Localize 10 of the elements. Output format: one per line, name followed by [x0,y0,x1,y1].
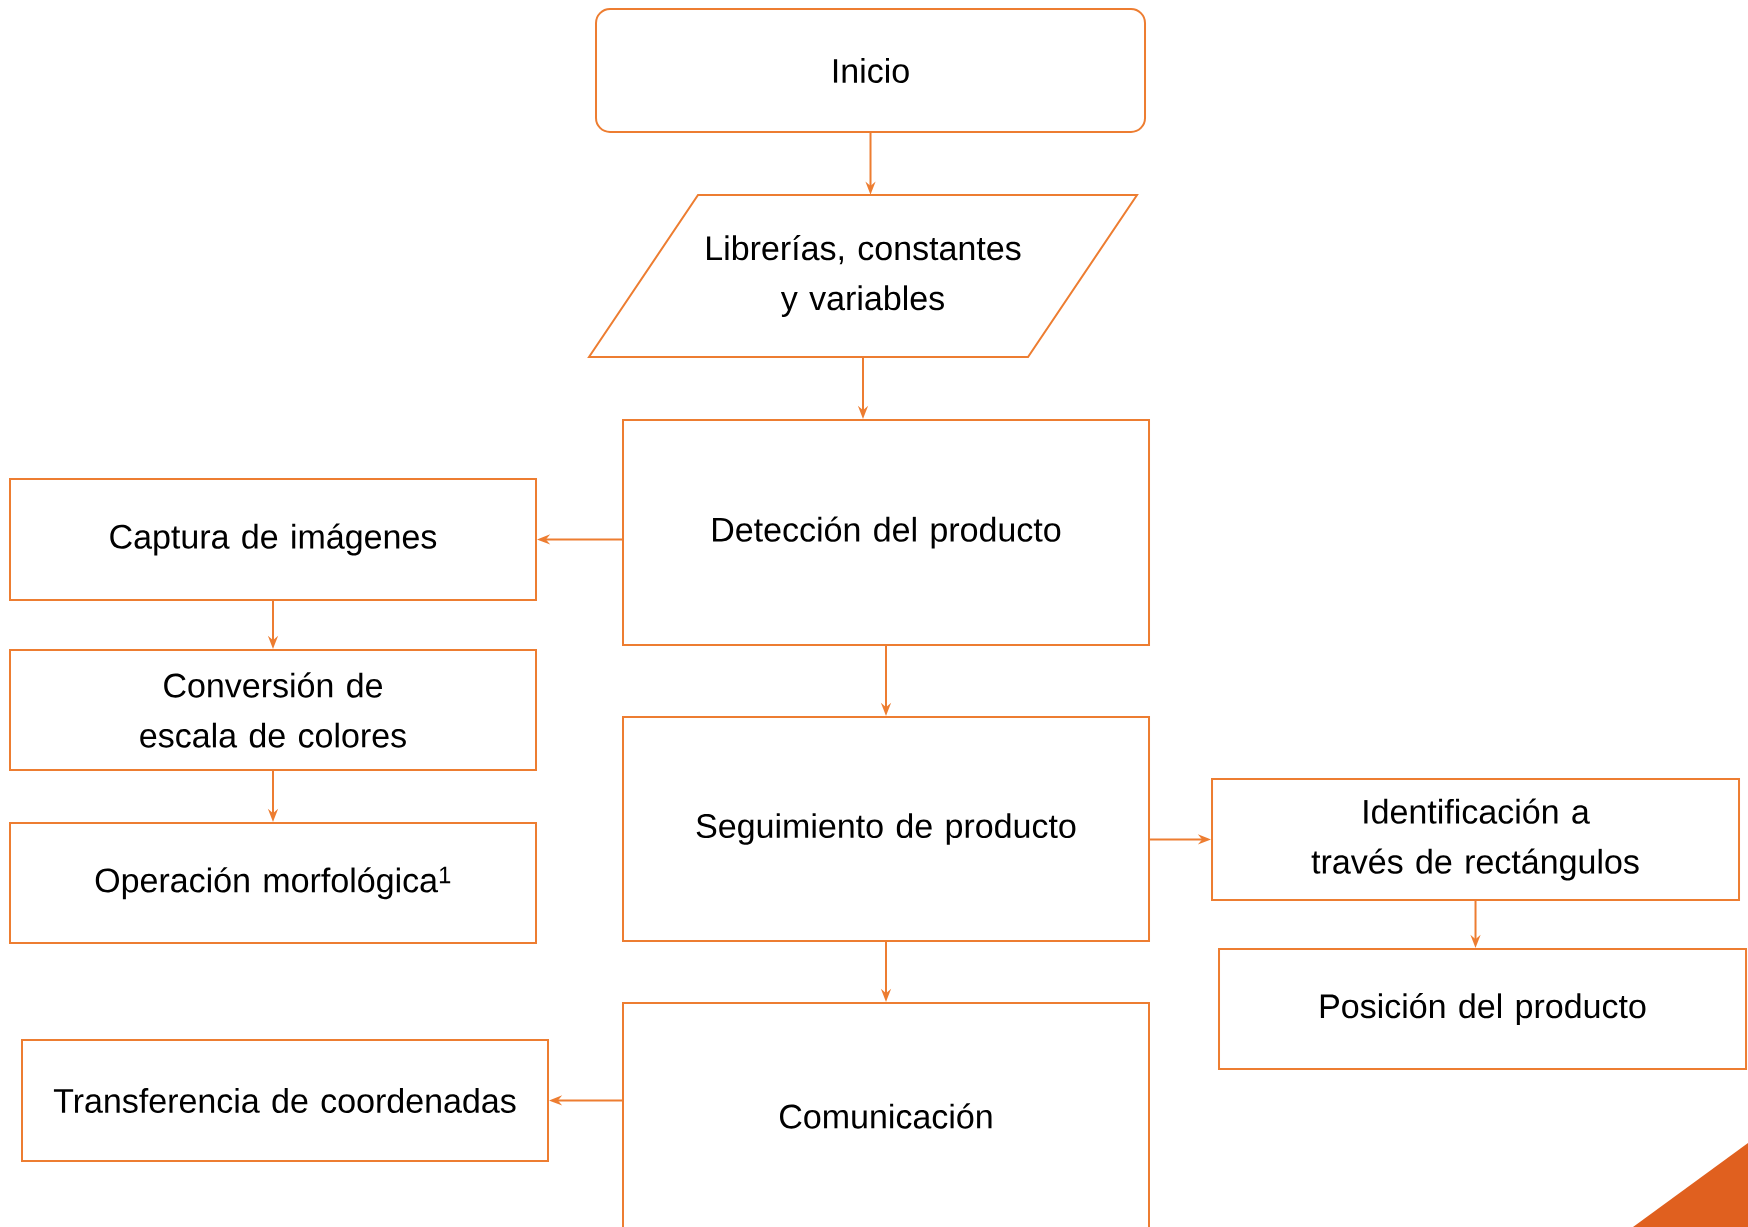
process-box: Posición del producto [1218,948,1747,1070]
process-box: Identificación a través de rectángulos [1211,778,1740,901]
process-box: Captura de imágenes [9,478,537,601]
process-box: Comunicación [622,1002,1150,1227]
process-box: Transferencia de coordenadas [21,1039,549,1162]
process-box: Detección del producto [622,419,1150,646]
process-box: Seguimiento de producto [622,716,1150,942]
process-box: Operación morfológica$^{1}$ [9,822,537,944]
start-box: Inicio [595,8,1146,133]
process-box: Conversión de escala de colores [9,649,537,771]
